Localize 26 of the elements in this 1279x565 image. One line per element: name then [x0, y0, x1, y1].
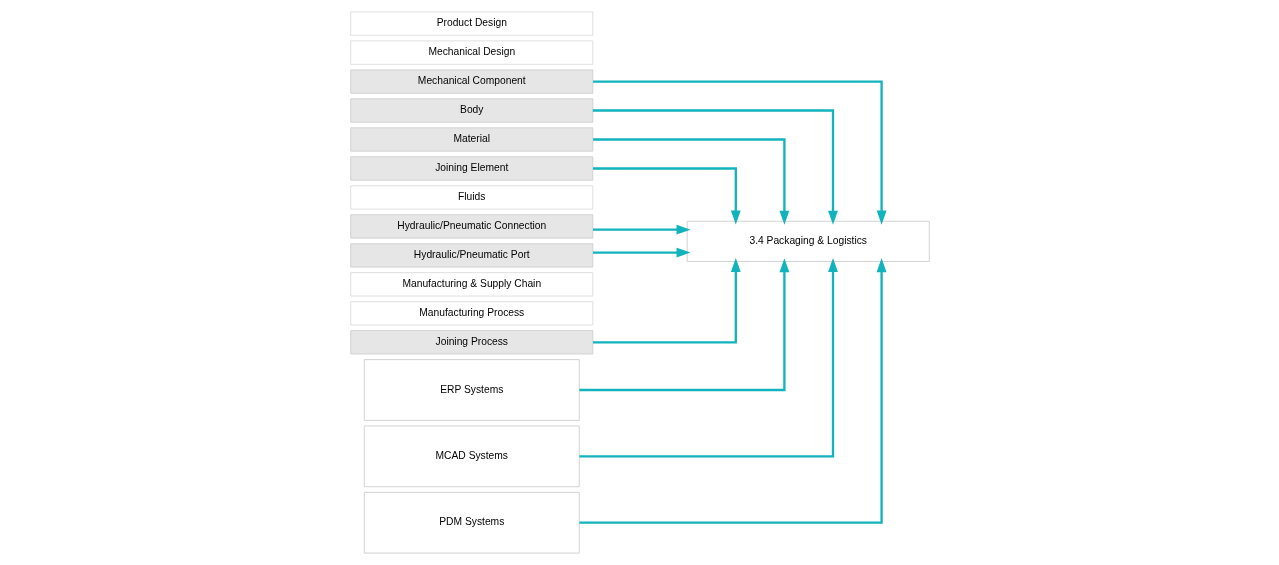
arrow [592, 258, 741, 344]
arrow [592, 224, 691, 235]
arrow [592, 80, 886, 225]
arrow [592, 247, 691, 258]
node-box: Hydraulic/Pneumatic Port [349, 243, 593, 268]
node-box: Manufacturing Process [349, 301, 593, 326]
node-box: Mechanical Design [349, 40, 593, 65]
node-box: ERP Systems [363, 359, 580, 421]
arrow [578, 258, 789, 392]
node-box: MCAD Systems [363, 425, 580, 488]
arrow [592, 138, 789, 225]
node-box: Mechanical Component [349, 69, 593, 94]
node-box: Body [349, 98, 593, 123]
node-box: 3.4 Packaging & Logistics [686, 220, 930, 262]
node-box: Product Design [349, 11, 593, 36]
node-box: Manufacturing & Supply Chain [349, 272, 593, 297]
arrow [578, 258, 838, 458]
node-box: Joining Element [349, 156, 593, 181]
node-box: PDM Systems [363, 491, 580, 554]
node-box: Hydraulic/Pneumatic Connection [349, 214, 593, 239]
arrow [578, 258, 886, 524]
node-box: Fluids [349, 185, 593, 210]
node-box: Material [349, 127, 593, 152]
node-box: Joining Process [349, 330, 593, 355]
arrow [592, 167, 741, 225]
arrow [592, 109, 838, 225]
